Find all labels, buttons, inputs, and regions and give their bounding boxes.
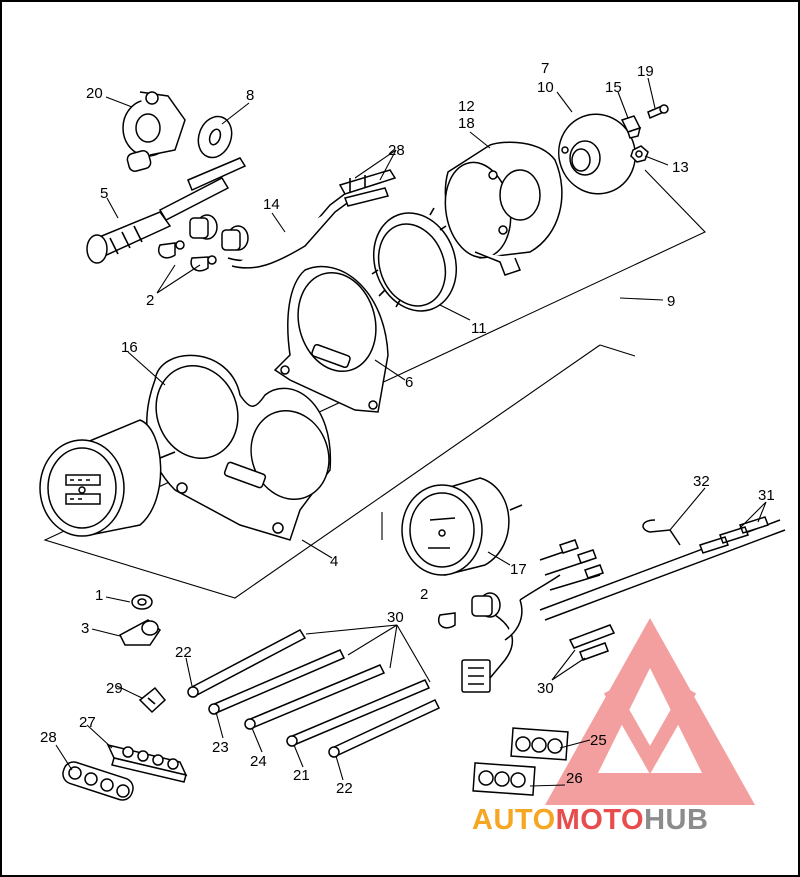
part-12-cup-housing bbox=[444, 141, 563, 276]
callout-23: 23 bbox=[212, 739, 229, 756]
callout-6: 6 bbox=[405, 374, 413, 391]
callout-25: 25 bbox=[590, 732, 607, 749]
watermark-auto: AUTO bbox=[472, 804, 556, 836]
watermark-logo-text: AUTOMOTOHUB bbox=[472, 804, 708, 836]
callout-28-bottom: 28 bbox=[40, 729, 57, 746]
part-tach-harness bbox=[438, 539, 604, 693]
callout-16: 16 bbox=[121, 339, 138, 356]
callout-14: 14 bbox=[263, 196, 280, 213]
callout-9: 9 bbox=[667, 293, 675, 310]
assembly-outline bbox=[43, 169, 706, 599]
part-14-lamp-harness bbox=[189, 169, 397, 269]
callout-2-right: 2 bbox=[420, 586, 428, 603]
callout-1: 1 bbox=[95, 587, 103, 604]
watermark-moto: MOTO bbox=[556, 804, 644, 836]
part-16-dual-gasket bbox=[146, 354, 332, 541]
part-5-drive-cable bbox=[86, 157, 247, 264]
callout-15: 15 bbox=[605, 79, 622, 96]
part-11-bezel-ring bbox=[371, 207, 458, 312]
part-3-bulb-socket bbox=[119, 619, 161, 646]
part-28-indicator-gasket bbox=[62, 761, 134, 801]
part-15-19-13-fasteners bbox=[620, 104, 669, 163]
leader-lines bbox=[55, 77, 767, 787]
callout-17: 17 bbox=[510, 561, 527, 578]
part-1-washer bbox=[131, 594, 153, 610]
callout-11: 11 bbox=[471, 320, 487, 337]
part-26-indicator-card bbox=[472, 762, 536, 796]
callout-8: 8 bbox=[246, 87, 254, 104]
part-27-indicator-panel bbox=[106, 743, 188, 783]
callout-26: 26 bbox=[566, 770, 583, 787]
callout-13: 13 bbox=[672, 159, 689, 176]
callout-4: 4 bbox=[330, 553, 338, 570]
part-4-speedometer bbox=[39, 419, 176, 537]
callout-27: 27 bbox=[79, 714, 96, 731]
callout-30-center: 30 bbox=[387, 609, 404, 626]
watermark-hub: HUB bbox=[644, 804, 708, 836]
callout-29: 29 bbox=[106, 680, 123, 697]
part-17-tachometer bbox=[401, 477, 523, 576]
callout-19: 19 bbox=[637, 63, 654, 80]
watermark-logo-mark bbox=[545, 618, 755, 805]
callout-10: 10 bbox=[537, 79, 554, 96]
callout-32: 32 bbox=[693, 473, 710, 490]
callout-22-bottom: 22 bbox=[336, 780, 353, 797]
callout-12: 12 bbox=[458, 98, 475, 115]
callout-30-right: 30 bbox=[537, 680, 554, 697]
callout-28-top: 28 bbox=[388, 142, 405, 159]
part-25-indicator-card bbox=[510, 727, 569, 761]
callout-22-top: 22 bbox=[175, 644, 192, 661]
part-29-indicator-lens bbox=[138, 686, 167, 714]
callout-labels: 20 8 7 10 19 15 12 18 13 28 5 14 2 11 9 … bbox=[40, 60, 775, 797]
callout-2-left: 2 bbox=[146, 292, 154, 309]
part-30-lamp-leads bbox=[187, 629, 441, 758]
part-7-mounting-bracket bbox=[558, 113, 636, 195]
part-31-main-harness bbox=[539, 516, 786, 661]
callout-20: 20 bbox=[86, 85, 103, 102]
callout-7: 7 bbox=[541, 60, 549, 77]
callout-5: 5 bbox=[100, 185, 108, 202]
callout-21: 21 bbox=[293, 767, 310, 784]
part-20-cable-housing bbox=[122, 91, 186, 172]
part-2-bulbs-left bbox=[158, 240, 217, 272]
part-8-washer bbox=[197, 115, 233, 159]
svg-text:AUTOMOTOHUB: AUTOMOTOHUB bbox=[472, 804, 708, 836]
callout-18: 18 bbox=[458, 115, 475, 132]
part-6-single-bracket bbox=[273, 265, 389, 413]
callout-3: 3 bbox=[81, 620, 89, 637]
callout-24: 24 bbox=[250, 753, 267, 770]
callout-31: 31 bbox=[758, 487, 775, 504]
